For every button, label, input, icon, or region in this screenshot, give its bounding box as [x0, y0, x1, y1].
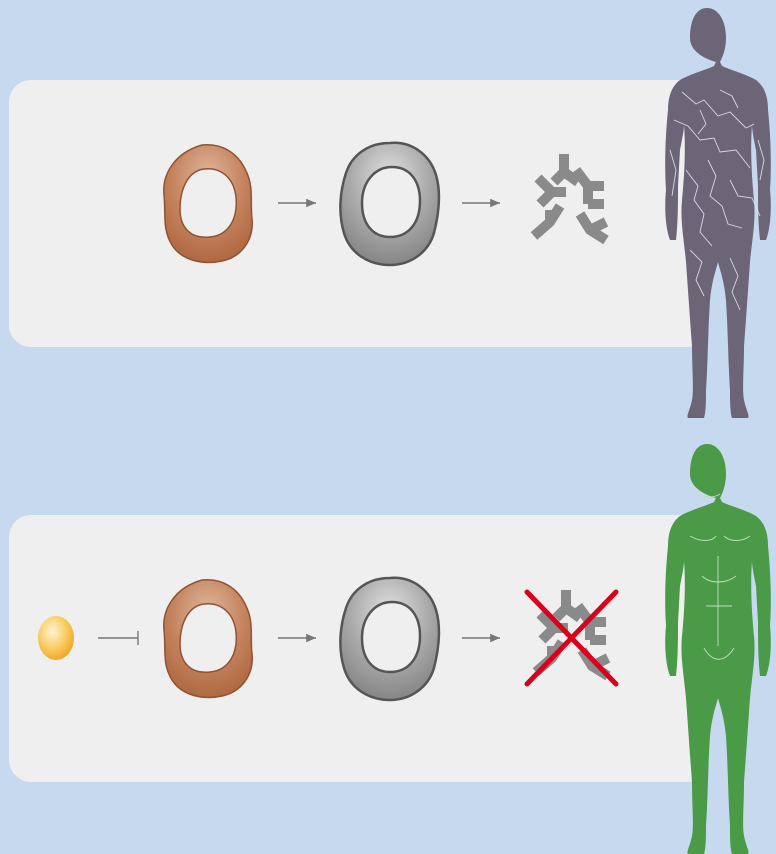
human-figure-icon [665, 444, 771, 854]
brown-ring-cell-icon [164, 580, 252, 698]
gray-ring-cell-icon [340, 578, 439, 700]
antibody-icon [534, 154, 606, 240]
gray-ring-cell-icon [340, 143, 439, 265]
human-figure-icon [665, 8, 771, 418]
inhibition-arrow [98, 631, 138, 645]
brown-ring-cell-icon [164, 145, 252, 263]
inhibitor-molecule-icon [38, 616, 74, 660]
